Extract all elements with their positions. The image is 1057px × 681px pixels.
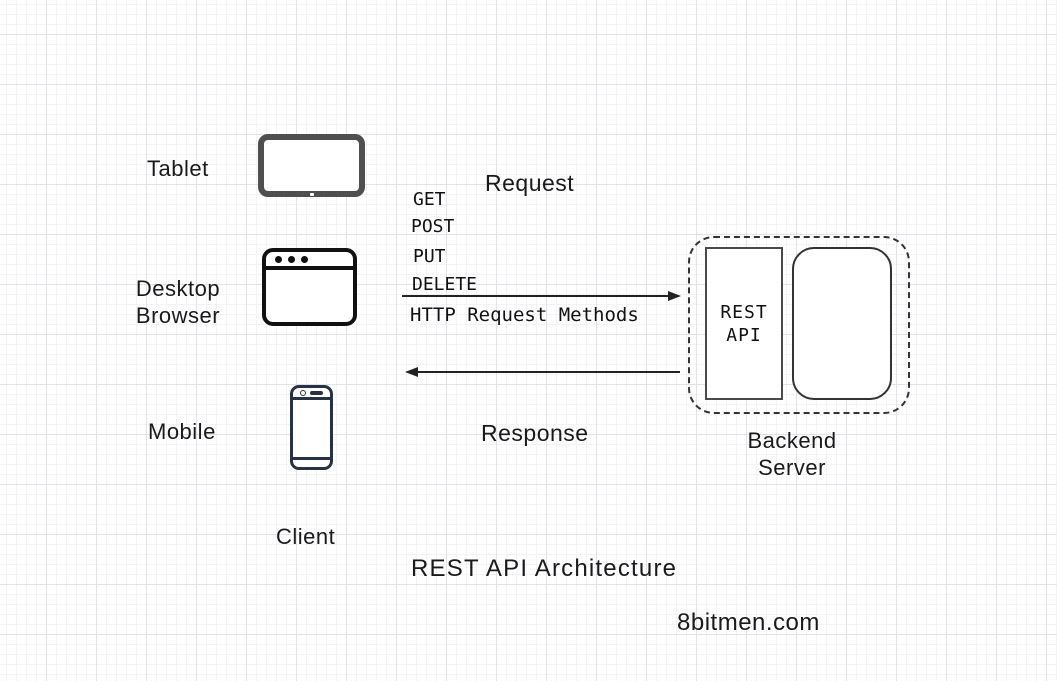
- mobile-bottom-bar: [293, 457, 330, 467]
- http-request-methods-caption: HTTP Request Methods: [410, 304, 639, 326]
- backend-server-label-line2: Server: [758, 455, 826, 480]
- backend-server-label: Backend Server: [740, 427, 844, 481]
- response-arrow: [405, 367, 680, 377]
- diagram-title: REST API Architecture: [411, 555, 678, 582]
- response-label: Response: [481, 420, 589, 446]
- backend-server-box: REST API: [688, 236, 910, 414]
- desktop-browser-label-line2: Browser: [135, 303, 221, 328]
- request-label: Request: [485, 170, 575, 196]
- tablet-icon: [258, 134, 365, 197]
- browser-dot-icon: [301, 255, 308, 263]
- browser-dot-icon: [275, 255, 282, 263]
- client-group-label: Client: [276, 524, 336, 549]
- browser-dot-icon: [288, 255, 295, 263]
- http-method-post: POST: [411, 216, 455, 237]
- rest-api-label-line1: REST: [720, 301, 768, 323]
- mobile-label: Mobile: [148, 419, 216, 444]
- http-method-get: GET: [413, 189, 446, 210]
- rest-api-module: REST API: [705, 247, 783, 400]
- mobile-camera-icon: [300, 389, 306, 396]
- desktop-browser-label: Desktop Browser: [131, 275, 225, 329]
- desktop-browser-icon: [262, 248, 357, 326]
- request-arrow: [402, 291, 681, 301]
- mobile-icon: [290, 385, 333, 470]
- mobile-top-bar: [293, 388, 330, 400]
- tablet-home-button: [309, 193, 314, 196]
- watermark: 8bitmen.com: [677, 609, 820, 636]
- browser-header-bar: [266, 252, 353, 270]
- mobile-speaker-icon: [310, 390, 323, 395]
- backend-server-label-line1: Backend: [747, 428, 837, 453]
- request-arrowhead-icon: [668, 291, 681, 301]
- desktop-browser-label-line1: Desktop: [135, 276, 221, 301]
- rest-api-label-line2: API: [726, 324, 762, 346]
- tablet-label: Tablet: [147, 156, 209, 181]
- http-method-delete: DELETE: [412, 274, 478, 295]
- server-module: [792, 247, 892, 400]
- response-arrowhead-icon: [405, 367, 418, 377]
- http-method-put: PUT: [413, 246, 446, 267]
